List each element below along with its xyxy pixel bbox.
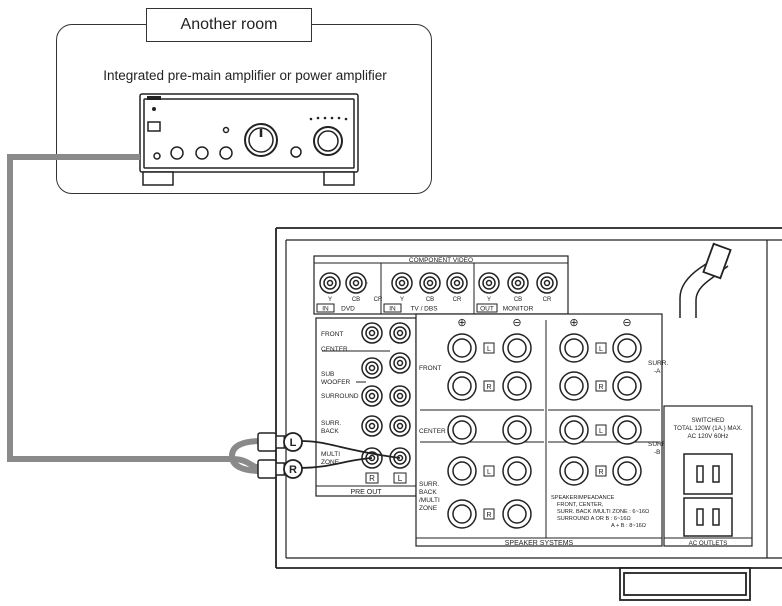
plug-r-label: R: [289, 464, 297, 476]
front-l-badge: L: [487, 346, 491, 353]
surr-b-l-badge: L: [599, 428, 603, 435]
minus-icon: ⊖: [622, 317, 631, 329]
speaker-front-label: FRONT: [419, 365, 441, 372]
speaker-surr-label: SURR.: [419, 481, 439, 488]
another-room-label: Another room: [146, 8, 312, 42]
pre-out-surround-label: SURROUND: [321, 393, 359, 400]
minus-icon: ⊖: [512, 317, 521, 329]
component-video-jacks: [319, 272, 558, 294]
front-r-badge: R: [486, 384, 491, 391]
pre-out-front-label: FRONT: [321, 331, 343, 338]
jack-label-cr: CR: [453, 297, 462, 303]
impedance-line-3: SURR. BACK /MULTI ZONE : 6~16Ω: [557, 509, 649, 515]
pre-out-center-label: CENTER: [321, 346, 348, 353]
impedance-line-2: FRONT, CENTER,: [557, 502, 604, 508]
pre-out-title: PRE OUT: [350, 489, 382, 496]
impedance-line-4: SURROUND A OR B : 6~16Ω: [557, 516, 631, 522]
pre-out-panel: PRE OUT FRONT CENTER SUB WOOFER SURROUND…: [315, 317, 417, 497]
monitor-label: MONITOR: [503, 306, 534, 313]
ac-outlet-1: [683, 453, 733, 495]
jack-label-y: Y: [400, 297, 404, 303]
audio-cable-loop: [228, 438, 263, 474]
audio-cable: [7, 154, 263, 471]
surr-back-l-badge: L: [487, 469, 491, 476]
plus-icon: ⊕: [457, 317, 466, 329]
speaker-back-label: BACK: [419, 489, 437, 496]
plug-l-label: L: [290, 437, 297, 449]
plus-icon: ⊕: [569, 317, 578, 329]
impedance-line-1: SPEAKERIMPEADANCE: [551, 495, 615, 501]
surr-back-r-badge: R: [486, 512, 491, 519]
jack-label-cr: CR: [374, 297, 383, 303]
jack-label-y: Y: [328, 297, 332, 303]
jack-label-cb: CB: [426, 297, 434, 303]
in-badge-dvd: IN: [322, 306, 329, 313]
ac-total-label: TOTAL 120W (1A.) MAX.: [674, 425, 743, 432]
amplifier: [139, 93, 359, 186]
surr-a-label-1: SURR.: [648, 360, 668, 367]
jack-label-y: Y: [487, 297, 491, 303]
speaker-systems-panel: SPEAKER SYSTEMS ⊕ ⊖ ⊕ ⊖: [415, 313, 668, 547]
rca-plug-r: R: [257, 457, 373, 479]
dvd-label: DVD: [341, 306, 355, 313]
out-badge: OUT: [480, 306, 494, 313]
ac-rating-label: AC 120V 60Hz: [688, 433, 729, 440]
pre-out-zone-label: ZONE: [321, 459, 340, 466]
component-video-panel: COMPONENT VIDEO Y CB CR Y CB CR Y CB CR …: [313, 255, 569, 315]
jack-label-cb: CB: [514, 297, 522, 303]
rca-plug-l: L: [257, 432, 401, 459]
speaker-center-label: CENTER: [419, 428, 446, 435]
pre-out-sub-label: SUB: [321, 371, 334, 378]
speaker-terminals: [447, 333, 642, 529]
surr-a-r-badge: R: [598, 384, 603, 391]
speaker-multi-label: /MULTI: [419, 497, 440, 504]
receiver-chassis: [275, 227, 782, 601]
pre-out-woofer-label: WOOFER: [321, 379, 351, 386]
jack-label-cb: CB: [352, 297, 360, 303]
pre-out-l-badge: L: [398, 474, 403, 483]
ac-outlet-2: [683, 497, 733, 537]
amplifier-caption: Integrated pre-main amplifier or power a…: [103, 68, 387, 83]
surr-a-l-badge: L: [599, 346, 603, 353]
surr-b-label-2: -B: [654, 449, 661, 456]
component-video-title: COMPONENT VIDEO: [409, 257, 473, 264]
pre-out-jacks: [361, 322, 411, 469]
ac-switched-label: SWITCHED: [692, 417, 726, 424]
speaker-systems-title: SPEAKER SYSTEMS: [505, 540, 574, 547]
pre-out-r-badge: R: [369, 474, 375, 483]
speaker-zone-label: ZONE: [419, 505, 438, 512]
ac-outlets-panel: SWITCHED TOTAL 120W (1A.) MAX. AC 120V 6…: [663, 405, 753, 547]
pre-out-back-label: BACK: [321, 428, 339, 435]
pre-out-surr-label: SURR.: [321, 420, 341, 427]
tv-dbs-label: TV / DBS: [410, 306, 438, 313]
surr-b-label-1: SURR.: [648, 441, 668, 448]
surr-b-r-badge: R: [598, 469, 603, 476]
ac-outlets-title: AC OUTLETS: [689, 540, 728, 547]
surr-a-label-2: -A: [654, 368, 661, 375]
in-badge-tv: IN: [389, 306, 396, 313]
pre-out-multi-label: MULTI: [321, 451, 340, 458]
jack-label-cr: CR: [543, 297, 552, 303]
impedance-line-5: A + B : 8~16Ω: [611, 523, 646, 529]
